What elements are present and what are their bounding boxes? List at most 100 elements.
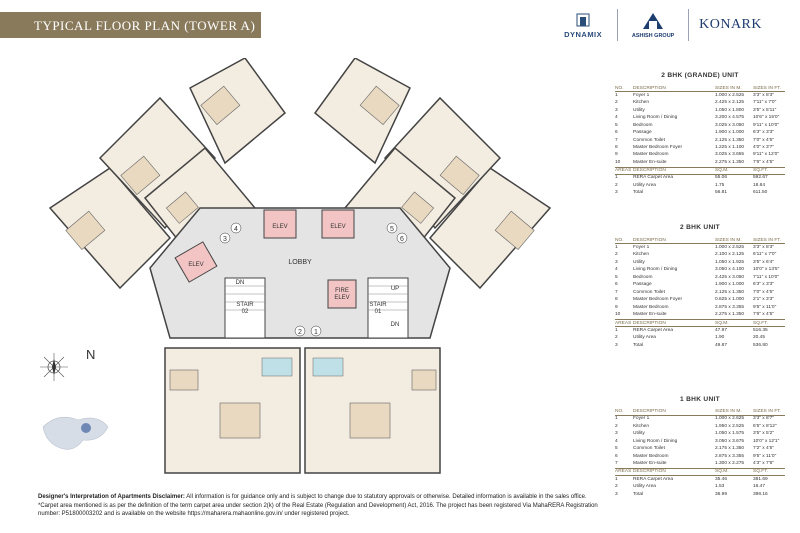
compass-icon: N — [40, 347, 95, 381]
column-header: SIZES IN FT. — [753, 85, 785, 92]
table-cell: Total — [633, 342, 644, 348]
table-cell: 3'5" x 6'4" — [753, 259, 774, 265]
table-cell: 3 — [615, 431, 618, 437]
table-cell: Master En-suite — [633, 312, 667, 318]
column-header: AREAS — [615, 467, 633, 476]
disclaimer-text: All information is for guidance only and… — [38, 494, 598, 518]
table-cell: Master Bedroom — [633, 453, 669, 459]
table-cell: 1.900 x 1.000 — [715, 282, 745, 288]
table-cell: 1.050 x 1.800 — [715, 107, 745, 113]
table-cell: 9 — [615, 304, 618, 310]
table-cell: Living Room / Dining — [633, 115, 678, 121]
table-cell: 4'3" x 7'6" — [753, 461, 774, 467]
table-cell: Common Toilet — [633, 137, 665, 143]
unit-marker-5: 5 — [390, 226, 394, 233]
column-header: SQ.M. — [715, 319, 753, 328]
table-cell: RERA Carpet Area — [633, 327, 673, 333]
compass-north-label: N — [86, 347, 95, 362]
table-cell: 2.275 x 1.350 — [715, 159, 745, 165]
table-cell: 6 — [615, 453, 618, 459]
table-cell: 9 — [615, 152, 618, 158]
table-cell: 592.67 — [753, 175, 768, 181]
table-cell: Master En-suite — [633, 159, 667, 165]
table-cell: Kitchen — [633, 423, 649, 429]
column-header: SIZES IN M. — [715, 408, 753, 416]
disclaimer: Designer's Interpretation of Apartments … — [38, 493, 608, 519]
table-cell: Master Bedroom — [633, 304, 669, 310]
column-header: AREAS — [615, 166, 633, 175]
table-cell: 2 — [615, 335, 618, 341]
table-cell: 1 — [615, 476, 618, 482]
table-cell: 5 — [615, 274, 618, 280]
table-cell: 1.000 x 2.625 — [715, 416, 745, 422]
table-cell: Master Bedroom Foyer — [633, 297, 683, 303]
table-cell: 3.025 x 3.655 — [715, 152, 745, 158]
table-cell: 1.90 — [715, 335, 725, 341]
table-cell: 2.425 x 2.125 — [715, 100, 745, 106]
column-header: SQ.FT. — [753, 319, 785, 328]
column-header: SIZES IN FT. — [753, 237, 785, 245]
table-cell: 5 — [615, 446, 618, 452]
table-cell: Foyer 1 — [633, 244, 650, 250]
table-cell: 2 — [615, 252, 618, 258]
table-cell: 1.75 — [715, 182, 725, 188]
table-cell: 49.87 — [715, 342, 728, 348]
table-cell: 7 — [615, 461, 618, 467]
column-header: DESCRIPTION — [633, 85, 715, 92]
unit-marker-3: 3 — [223, 236, 227, 243]
table-cell: 8 — [615, 297, 618, 303]
table-cell: 3.050 x 4.100 — [715, 267, 745, 273]
table-cell: 7 — [615, 289, 618, 295]
column-header: SQ.FT. — [753, 467, 785, 476]
table-cell: 2.875 x 3.355 — [715, 304, 745, 310]
table-cell: 7'11" x 7'0" — [753, 100, 777, 106]
column-header: SIZES IN M. — [715, 85, 753, 92]
table-cell: 6'3" x 3'3" — [753, 130, 774, 136]
table-cell: 9'5" x 11'0" — [753, 304, 777, 310]
unit-title: 2 BHK (GRANDE) UNIT — [661, 72, 739, 79]
table-cell: 5 — [615, 122, 618, 128]
table-cell: 2 — [615, 484, 618, 490]
table-row: 9 Master Bedroom 2.875 x 3.355 9'5" x 11'0" — [615, 304, 785, 311]
table-cell: 10'0" x 13'5" — [753, 267, 780, 273]
elev-label-2: ELEV — [330, 224, 345, 230]
table-cell: 6'5" x 8'12" — [753, 423, 777, 429]
unit-marker-1: 1 — [314, 329, 318, 336]
unit-title: 1 BHK UNIT — [680, 395, 720, 403]
table-cell: RERA Carpet Area — [633, 476, 673, 482]
table-cell: 1.050 x 1.575 — [715, 431, 745, 437]
column-header: SQ.M. — [715, 467, 753, 476]
table-cell: 6'11" x 7'0" — [753, 252, 777, 258]
table-cell: 2.125 x 1.350 — [715, 289, 745, 295]
table-cell: Master Bedroom Foyer — [633, 144, 683, 150]
table-cell: Kitchen — [633, 100, 649, 106]
table-cell: 2.275 x 1.350 — [715, 312, 745, 318]
table-cell: Common Toilet — [633, 289, 665, 295]
table-cell: 4 — [615, 115, 618, 121]
column-header: NO. — [615, 85, 633, 92]
column-header: NO. — [615, 237, 633, 245]
table-cell: 2.425 x 3.050 — [715, 274, 745, 280]
table-cell: Total — [633, 491, 644, 497]
table-cell: 3.200 x 4.575 — [715, 115, 745, 121]
table-cell: 2.175 x 1.350 — [715, 446, 745, 452]
dynamix-logo-icon — [576, 13, 590, 26]
table-cell: Foyer 1 — [633, 92, 650, 98]
page-title: TYPICAL FLOOR PLAN (TOWER A) — [0, 12, 261, 38]
table-cell: Utility — [633, 107, 645, 113]
unit-marker-6: 6 — [400, 236, 404, 243]
